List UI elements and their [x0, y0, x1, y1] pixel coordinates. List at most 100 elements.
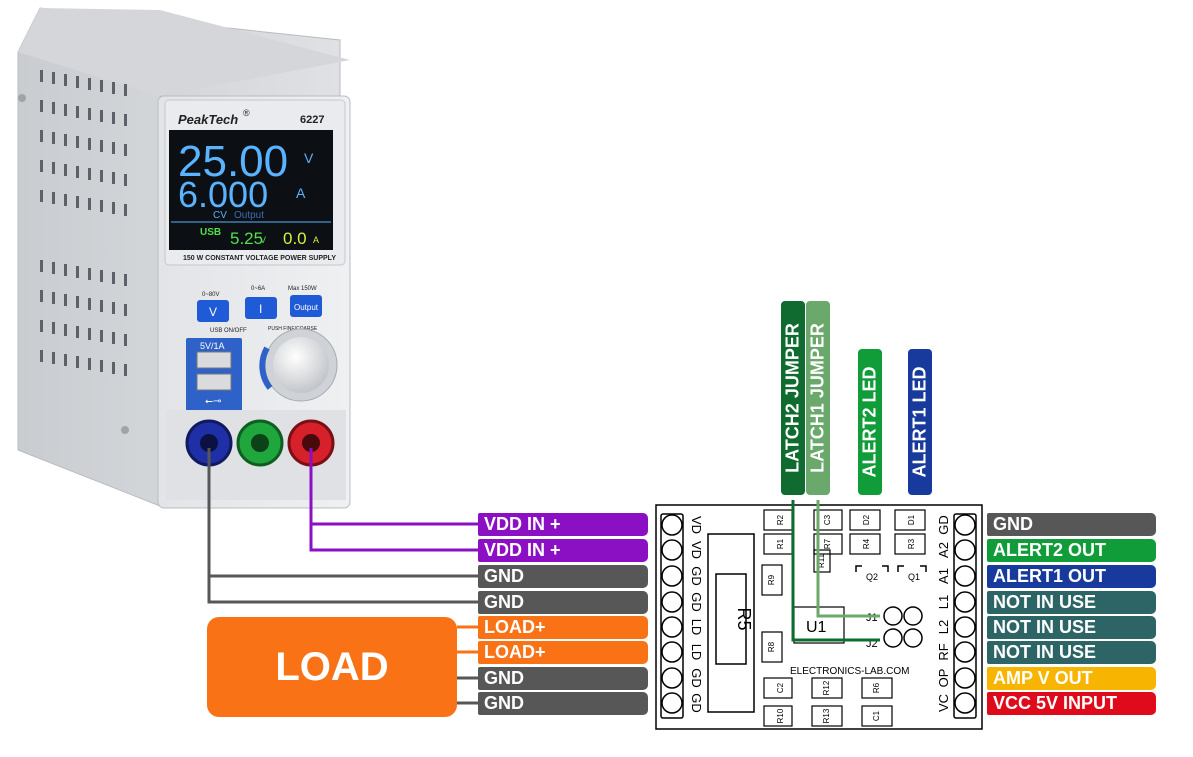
r5-label: R5: [734, 607, 754, 630]
pcb-board: VD VD GD GD LD LD GD GD GD A2 A1 L1 L2 R…: [655, 500, 983, 730]
left-pin-4: GD: [689, 592, 704, 612]
right-pin-8: VC: [936, 694, 951, 712]
left-pin-6: LD: [689, 644, 704, 661]
right-pin-3: A1: [936, 568, 951, 584]
j2-label: J2: [866, 638, 878, 650]
current-readout: 6.000: [178, 174, 268, 215]
push-fine-label: PUSH FINE/COARSE: [268, 326, 318, 332]
right-pin-6: RF: [936, 643, 951, 660]
r12-label: R12: [822, 680, 831, 695]
left-label-2: VDD IN +: [478, 539, 648, 562]
q1-label: Q1: [908, 572, 920, 582]
q2-label: Q2: [866, 572, 878, 582]
power-supply-illustration: PeakTech ® 6227 25.00 V 6.000 A CV Outpu…: [17, 7, 351, 509]
r10-label: R10: [776, 708, 785, 723]
d2-label: D2: [862, 514, 871, 525]
left-pin-8: GD: [689, 693, 704, 713]
brand-label: PeakTech: [178, 112, 238, 127]
left-label-4: GND: [478, 591, 648, 614]
output-button[interactable]: [290, 295, 322, 317]
right-label-2: ALERT2 OUT: [987, 539, 1156, 562]
jumper-pins: [883, 606, 923, 648]
r3-label: R3: [907, 538, 916, 549]
v-button[interactable]: [197, 300, 229, 322]
c1-label: C1: [872, 710, 881, 721]
right-pin-7: OP: [936, 669, 951, 688]
r4-label: R4: [862, 538, 871, 549]
latch2-jumper-label: LATCH2 JUMPER: [781, 301, 805, 495]
c2-label: C2: [776, 682, 785, 693]
load-label: LOAD: [275, 644, 389, 689]
output-indicator: Output: [234, 210, 264, 221]
usb-symbol-icon: ⭠⊸: [205, 396, 221, 407]
right-label-7: AMP V OUT: [987, 667, 1156, 690]
voltage-readout: 25.00: [178, 137, 288, 186]
left-label-1: VDD IN +: [478, 513, 648, 536]
left-pin-1: VD: [689, 516, 704, 534]
latch1-jumper-label: LATCH1 JUMPER: [806, 301, 830, 495]
right-pin-5: L2: [936, 620, 951, 634]
lcd-display: [169, 130, 333, 250]
c3-label: C3: [823, 514, 832, 525]
j1-label: J1: [866, 612, 878, 624]
usb-current-unit: A: [313, 235, 319, 245]
right-pin-1: GD: [936, 515, 951, 535]
right-label-6: NOT IN USE: [987, 641, 1156, 664]
usb-indicator: USB: [200, 227, 221, 238]
r5-outline: [707, 533, 755, 713]
right-pin-2: A2: [936, 542, 951, 558]
r13-label: R13: [822, 708, 831, 723]
right-label-4: NOT IN USE: [987, 591, 1156, 614]
usb-onoff-label: USB ON/OFF: [210, 328, 247, 334]
usb-voltage-readout: 5.25: [230, 229, 263, 248]
current-unit: A: [296, 185, 306, 201]
alert2-led-label: ALERT2 LED: [858, 349, 882, 495]
voltage-unit: V: [304, 150, 314, 166]
right-pin-4: L1: [936, 595, 951, 609]
vdd-wire: [309, 448, 478, 552]
r6-label: R6: [872, 682, 881, 693]
right-label-1: GND: [987, 513, 1156, 536]
v-button-label: V: [209, 305, 217, 319]
r7-label: R7: [823, 538, 832, 549]
usb-current-readout: 0.0: [283, 229, 307, 248]
left-pin-5: LD: [689, 619, 704, 636]
d1-label: D1: [907, 514, 916, 525]
model-label: 6227: [300, 114, 324, 126]
v-range-label: 0~80V: [202, 292, 220, 298]
usb-voltage-unit: V: [260, 235, 266, 245]
left-label-7: GND: [478, 667, 648, 690]
usb-port-1[interactable]: [196, 351, 232, 369]
right-label-5: NOT IN USE: [987, 616, 1156, 639]
left-header: [660, 513, 684, 719]
left-label-3: GND: [478, 565, 648, 588]
i-button[interactable]: [245, 297, 277, 319]
website-label: ELECTRONICS-LAB.COM: [790, 666, 909, 677]
left-label-8: GND: [478, 692, 648, 715]
left-pin-7: GD: [689, 668, 704, 688]
output-range-label: Max 150W: [288, 286, 317, 292]
gnd-wire: [207, 448, 478, 604]
i-range-label: 0~6A: [251, 286, 265, 292]
output-button-label: Output: [294, 303, 319, 312]
r2-label: R2: [776, 514, 785, 525]
mode-indicator: CV: [213, 210, 227, 221]
side-vents: [40, 70, 127, 376]
r11-label: R11: [817, 553, 826, 568]
right-label-3: ALERT1 OUT: [987, 565, 1156, 588]
right-label-8: VCC 5V INPUT: [987, 692, 1156, 715]
i-button-label: I: [259, 302, 262, 316]
left-label-5: LOAD+: [478, 616, 648, 639]
psu-subtitle: 150 W CONSTANT VOLTAGE POWER SUPPLY: [183, 255, 336, 262]
usb-port-label: 5V/1A: [200, 341, 225, 351]
u1-label: U1: [806, 619, 827, 636]
r9-label: R9: [767, 574, 776, 585]
usb-port-2[interactable]: [196, 373, 232, 391]
brand-reg: ®: [243, 108, 250, 118]
r1-label: R1: [776, 538, 785, 549]
left-label-6: LOAD+: [478, 641, 648, 664]
r8-label: R8: [767, 641, 776, 652]
right-header: [953, 513, 977, 719]
left-pin-2: VD: [689, 541, 704, 559]
